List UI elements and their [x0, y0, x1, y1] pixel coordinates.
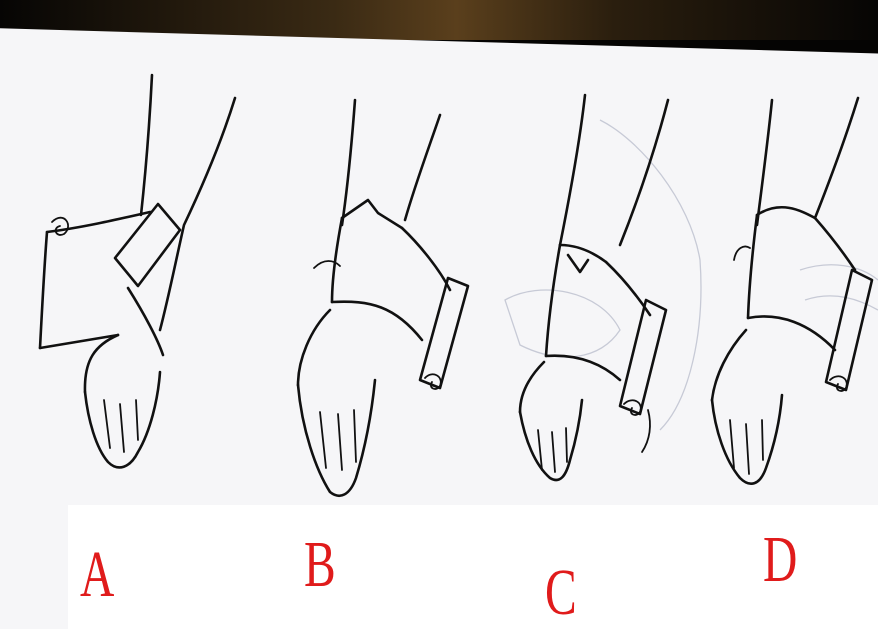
wrist-bandage-step-c [520, 95, 668, 480]
label-b: B [304, 532, 336, 598]
wrist-bandage-step-b [298, 100, 468, 496]
label-a: A [80, 542, 114, 608]
faint-sketch-marks [505, 120, 878, 430]
label-c: C [545, 560, 577, 626]
wrist-bandage-step-d [712, 98, 872, 484]
label-d: D [763, 527, 797, 593]
wrist-bandage-step-a [40, 75, 235, 467]
